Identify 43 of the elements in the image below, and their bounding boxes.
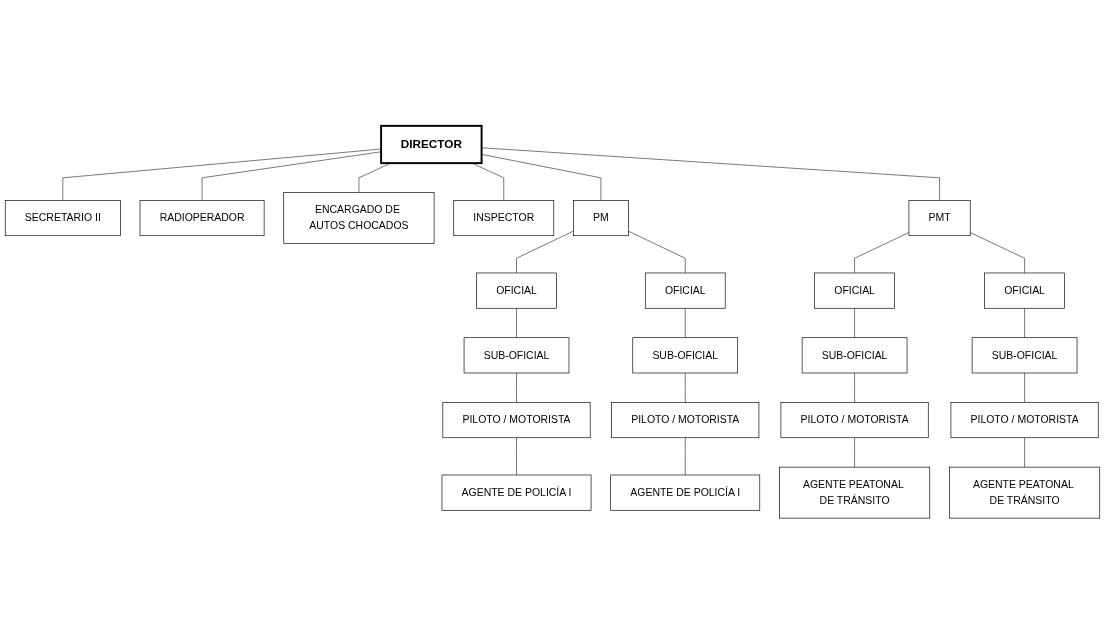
node-box: RADIOPERADOR — [139, 200, 265, 237]
connector — [854, 232, 910, 274]
connector — [628, 230, 686, 274]
connector — [201, 151, 382, 201]
node-box: OFICIAL — [814, 272, 895, 309]
connector — [516, 437, 517, 476]
node-box: PM — [573, 200, 629, 237]
node-box: DIRECTOR — [380, 124, 483, 165]
connector — [684, 437, 686, 476]
node-box: INSPECTOR — [453, 200, 555, 237]
connector — [854, 437, 855, 468]
node-box: SUB-OFICIAL — [632, 337, 738, 374]
node-box: PMT — [908, 200, 971, 237]
connector — [1024, 372, 1025, 403]
connector — [62, 148, 382, 201]
node-box: OFICIAL — [476, 272, 557, 309]
node-box: PILOTO / MOTORISTA — [780, 402, 929, 439]
connector — [854, 372, 855, 403]
node-box: AGENTE DE POLICÍA I — [610, 474, 761, 511]
connector — [481, 147, 940, 201]
node-box: SUB-OFICIAL — [801, 337, 908, 374]
node-box: AGENTE PEATONAL DE TRÁNSITO — [779, 466, 931, 519]
node-box: SUB-OFICIAL — [971, 337, 1078, 374]
node-box: PILOTO / MOTORISTA — [950, 402, 1099, 439]
node-box: SECRETARIO II — [4, 200, 121, 237]
node-box: ENCARGADO DE AUTOS CHOCADOS — [283, 192, 435, 244]
connector — [969, 232, 1025, 274]
node-box: OFICIAL — [984, 272, 1065, 309]
connector — [854, 307, 855, 338]
connector — [1024, 307, 1025, 338]
node-box: PILOTO / MOTORISTA — [442, 402, 591, 439]
connector — [684, 372, 686, 403]
connector — [516, 307, 517, 338]
node-box: PILOTO / MOTORISTA — [611, 402, 760, 439]
node-box: AGENTE DE POLICÍA I — [441, 474, 592, 511]
connector — [481, 154, 602, 201]
connector — [516, 372, 517, 403]
connector — [516, 230, 574, 274]
node-box: SUB-OFICIAL — [463, 337, 570, 374]
connector — [684, 307, 686, 338]
node-box: OFICIAL — [644, 272, 726, 309]
connector — [1024, 437, 1025, 468]
node-box: AGENTE PEATONAL DE TRÁNSITO — [949, 466, 1101, 519]
